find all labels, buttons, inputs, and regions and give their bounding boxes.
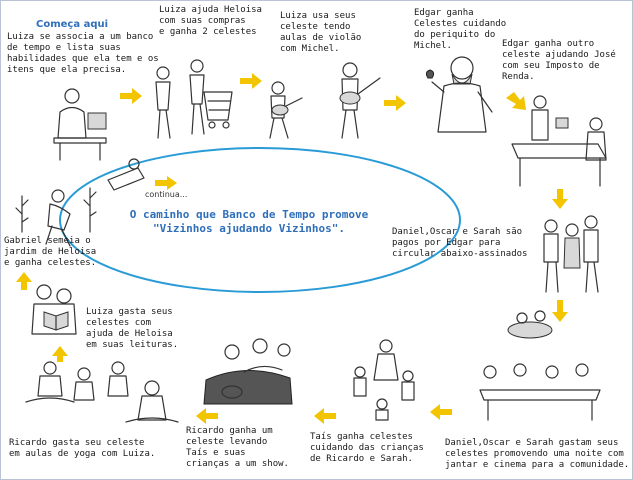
arrow-right-icon <box>240 73 262 89</box>
step-caption-garden: Gabriel semeia o jardim de Heloisa e gan… <box>4 236 97 268</box>
petition-group-sketch <box>543 215 599 293</box>
step-caption-petitions: Daniel,Oscar e Sarah são pagos por Edgar… <box>392 227 528 259</box>
step-caption-shopping: Luiza ajuda Heloisa com suas compras e g… <box>159 5 262 37</box>
arrow-left-icon <box>430 404 452 420</box>
arrow-left-icon <box>314 408 336 424</box>
reading-sketch <box>31 284 77 335</box>
step-caption-show: Ricardo ganha um celeste levando Taís e … <box>186 426 289 469</box>
arrow-down-icon <box>552 300 568 322</box>
community-dinner-sketch <box>479 310 601 421</box>
step-caption-parakeet: Edgar ganha Celestes cuidando do periqui… <box>414 8 507 51</box>
arrow-up-icon <box>52 346 68 362</box>
parakeet-sketch <box>425 56 493 133</box>
car-show-sketch <box>203 338 293 405</box>
arrow-right-icon <box>155 176 177 190</box>
cycle-ellipse <box>59 147 461 293</box>
arrow-down-right-icon <box>506 92 526 110</box>
start-title: Começa aqui <box>36 19 109 30</box>
center-slogan: O caminho que Banco de Tempo promove "Vi… <box>129 208 369 235</box>
step-caption-reading: Luiza gasta seus celestes com ajuda de H… <box>86 307 179 350</box>
yoga-class-sketch <box>25 361 179 423</box>
garden-sketch <box>15 158 145 247</box>
step-caption-dinner: Daniel,Oscar e Sarah gastam seus celeste… <box>445 438 630 470</box>
start-caption: Luiza se associa a um banco de tempo e l… <box>7 32 159 75</box>
arrow-down-icon <box>552 189 568 209</box>
step-caption-guitar: Luiza usa seus celeste tendo aulas de vi… <box>280 11 362 54</box>
luiza-computer-sketch <box>53 88 107 161</box>
shopping-cart-sketch <box>155 59 233 139</box>
arrow-right-icon <box>384 95 406 111</box>
tax-desk-sketch <box>511 95 607 187</box>
childcare-sketch <box>353 339 415 421</box>
continue-label: continua... <box>145 190 188 199</box>
flow-arrows <box>16 73 568 424</box>
arrow-right-icon <box>120 88 142 104</box>
arrow-left-icon <box>196 408 218 424</box>
guitar-lesson-sketch <box>269 62 381 139</box>
step-caption-childcare: Taís ganha celestes cuidando das criança… <box>310 432 424 464</box>
step-caption-tax: Edgar ganha outro celeste ajudando José … <box>502 39 616 82</box>
step-caption-yoga: Ricardo gasta seu celeste em aulas de yo… <box>9 438 156 459</box>
arrow-up-icon <box>16 272 32 290</box>
